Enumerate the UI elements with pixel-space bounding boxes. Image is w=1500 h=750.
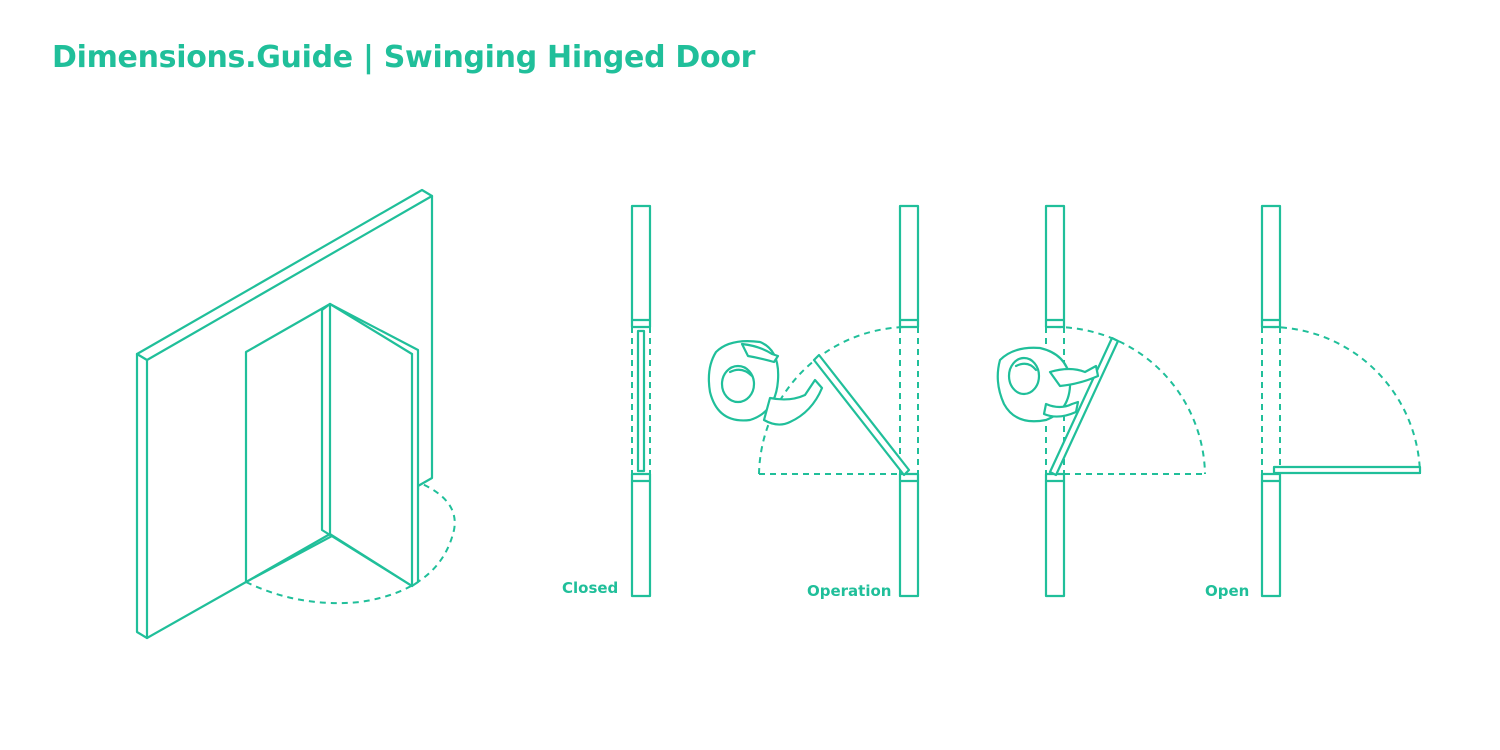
operation1-swing-arc (758, 326, 910, 475)
operation2-upper-wall (1044, 204, 1066, 329)
isometric-door-view (135, 188, 456, 640)
open-upper-wall (1260, 204, 1282, 329)
page-title: Dimensions.Guide | Swinging Hinged Door (52, 40, 756, 75)
closed-lower-wall (630, 472, 652, 598)
open-plan: Open (1205, 204, 1422, 600)
operation-plan-1: Operation (707, 204, 920, 600)
operation2-swing-arc (1054, 326, 1206, 475)
label-open: Open (1205, 582, 1249, 600)
operation-plan-2 (996, 204, 1206, 598)
operation1-person (707, 340, 824, 426)
isometric-doorway (244, 302, 332, 584)
closed-upper-wall (630, 204, 652, 329)
operation2-person (996, 346, 1100, 423)
operation1-door-leaf (812, 353, 911, 477)
open-swing-arc (1269, 326, 1421, 475)
open-lower-wall (1260, 472, 1282, 598)
operation2-door-leaf (1048, 336, 1120, 477)
operation1-upper-wall (898, 204, 920, 329)
operation2-lower-wall (1044, 472, 1066, 598)
isometric-door-leaf (320, 302, 420, 588)
label-closed: Closed (562, 579, 618, 597)
closed-door-leaf (636, 329, 646, 473)
open-door-leaf (1272, 465, 1422, 475)
closed-plan: Closed (562, 204, 652, 598)
operation1-lower-wall (898, 472, 920, 598)
label-operation: Operation (807, 582, 891, 600)
isometric-swing-arc (245, 481, 456, 605)
